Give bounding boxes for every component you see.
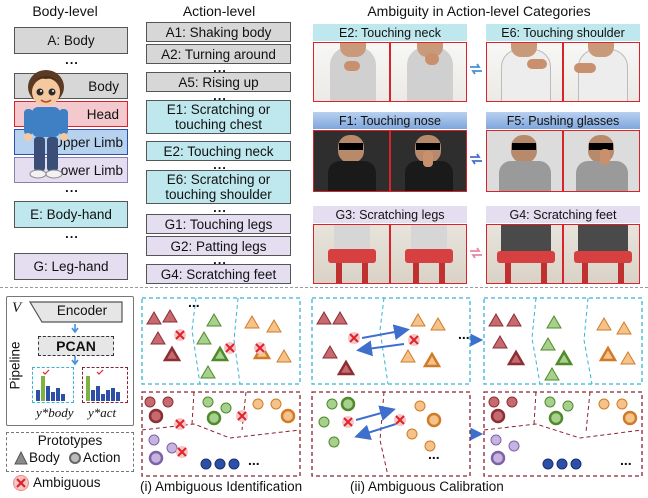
legend-ambiguous-label: Ambiguous <box>33 475 101 490</box>
legend-box <box>6 432 134 472</box>
ellipsis: ... <box>248 452 260 468</box>
photo-e2-frame-2 <box>390 42 467 102</box>
action-item-a2: A2: Turning around <box>146 44 291 64</box>
body-prototype-icon <box>14 451 28 465</box>
panel-title-g4: G4: Scratching feet <box>486 206 640 223</box>
body-output-histogram <box>32 367 74 403</box>
stage-identification-label: (i) Ambiguous Identification <box>140 479 303 494</box>
ellipsis: ... <box>65 52 79 67</box>
ellipsis: ... <box>65 180 79 195</box>
ellipsis: ... <box>188 294 200 310</box>
swap-arrow-icon <box>470 63 482 75</box>
action-item-a5: A5: Rising up <box>146 72 291 92</box>
ellipsis: ... <box>213 157 227 172</box>
calibration-diagram <box>141 297 643 477</box>
ellipsis: ... <box>458 326 470 342</box>
ellipsis: ... <box>213 200 227 215</box>
calibration-panel <box>311 297 471 477</box>
encoder-label: Encoder <box>56 303 108 318</box>
action-item-g4: G4: Scratching feet <box>146 264 291 284</box>
photo-g4-frame-2 <box>563 224 640 284</box>
action-prototype-icon <box>69 452 81 464</box>
panel-title-f1: F1: Touching nose <box>313 112 467 129</box>
cartoon-boy-icon <box>24 70 68 179</box>
body-level-item-e: E: Body-hand <box>14 201 128 228</box>
y-body-label: y*body <box>36 405 74 420</box>
ellipsis: ... <box>213 88 227 103</box>
swap-arrow-icon <box>470 153 482 165</box>
body-level-header: Body-level <box>32 3 98 19</box>
video-input-label: V <box>12 300 22 316</box>
action-item-g1: G1: Touching legs <box>146 214 291 234</box>
legend-body-label: Body <box>29 450 60 465</box>
ambiguous-x-icon <box>13 475 29 491</box>
down-arrow-icon <box>71 324 79 334</box>
panel-title-e2: E2: Touching neck <box>313 24 467 41</box>
action-histogram-bars <box>86 369 120 401</box>
ambiguous-mark <box>254 342 266 354</box>
action-item-g2: G2: Patting legs <box>146 236 291 256</box>
photo-f5-frame-2 <box>563 130 640 192</box>
action-item-e1: E1: Scratching or touching chest <box>146 100 291 134</box>
ellipsis: ... <box>213 252 227 267</box>
section-divider <box>0 287 648 288</box>
body-level-item-a: A: Body <box>14 27 128 54</box>
panel-title-e6: E6: Touching shoulder <box>486 24 640 41</box>
pcan-module: PCAN <box>38 336 114 356</box>
down-arrow-icon <box>71 356 79 366</box>
ellipsis: ... <box>213 60 227 75</box>
action-item-e6: E6: Scratching or touching shoulder <box>146 170 291 204</box>
body-level-item-g: G: Leg-hand <box>14 253 128 280</box>
result-panel <box>483 297 643 477</box>
body-histogram-bars <box>36 369 65 401</box>
ellipsis: ... <box>428 446 440 462</box>
lower-limb-region-label: Lower Limb <box>14 157 128 183</box>
y-act-label: y*act <box>88 405 117 420</box>
body-parts-figure: Body Head Upper Limb Lower Limb <box>14 70 128 185</box>
pipeline-side-label: Pipeline <box>7 341 23 390</box>
panel-title-g3: G3: Scratching legs <box>313 206 467 223</box>
ambiguous-mark <box>174 329 186 341</box>
photo-f5-frame-1 <box>486 130 563 192</box>
ambiguity-header: Ambiguity in Action-level Categories <box>367 3 591 19</box>
action-output-histogram <box>82 367 128 403</box>
ellipsis: ... <box>65 226 79 241</box>
action-level-header: Action-level <box>182 3 256 19</box>
photo-f1-frame-1 <box>313 130 390 192</box>
photo-f1-frame-2 <box>390 130 467 192</box>
pipeline-side-label-wrap: Pipeline <box>5 318 25 418</box>
ambiguous-mark <box>394 414 406 426</box>
ambiguous-mark <box>342 416 354 428</box>
legend-action-label: Action <box>83 450 121 465</box>
legend-title: Prototypes <box>37 433 103 448</box>
ambiguous-mark <box>408 334 420 346</box>
encoder-block <box>28 301 123 323</box>
ambiguous-mark <box>176 446 188 458</box>
photo-e6-frame-1 <box>486 42 563 102</box>
ambiguous-mark <box>236 410 248 422</box>
pipeline-box <box>6 296 134 426</box>
identification-panel <box>141 297 301 477</box>
ambiguous-mark <box>174 418 186 430</box>
panel-title-f5: F5: Pushing glasses <box>486 112 640 129</box>
photo-g3-frame-1 <box>313 224 390 284</box>
photo-e6-frame-2 <box>563 42 640 102</box>
ambiguous-mark <box>348 332 360 344</box>
ambiguous-mark <box>224 342 236 354</box>
photo-e2-frame-1 <box>313 42 390 102</box>
swap-arrow-icon <box>470 247 482 259</box>
photo-g4-frame-1 <box>486 224 563 284</box>
action-item-e2: E2: Touching neck <box>146 141 291 161</box>
ellipsis: ... <box>620 452 632 468</box>
stage-calibration-label: (ii) Ambiguous Calibration <box>350 479 504 494</box>
action-item-a1: A1: Shaking body <box>146 22 291 42</box>
photo-g3-frame-2 <box>390 224 467 284</box>
